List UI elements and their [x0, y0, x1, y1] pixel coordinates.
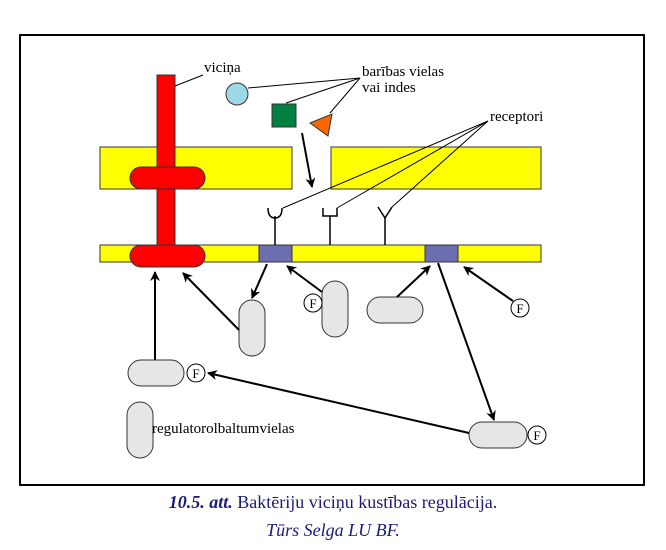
kinase-box-left	[258, 244, 293, 263]
leader-lines	[135, 74, 489, 429]
arrow-protein-to-kinase-left	[286, 265, 323, 293]
nutrient-circle	[225, 82, 249, 106]
protein-horizontal-1	[366, 296, 424, 324]
svg-text:F: F	[192, 366, 199, 381]
figure-credit: Tūrs Selga LU BF.	[266, 520, 400, 540]
figure-number: 10.5. att.	[168, 492, 233, 512]
protein-vertical-2	[321, 280, 349, 338]
nutrient-triangle	[308, 113, 333, 137]
phosphate-3: F	[510, 298, 530, 318]
svg-text:F: F	[516, 301, 523, 316]
label-nutrients-line1: barības vielas	[362, 64, 444, 80]
label-nutrients-line2: vai indes	[362, 80, 416, 96]
label-receptors: receptori	[490, 109, 543, 125]
receptor-fork	[322, 208, 338, 245]
receptor-y	[377, 206, 393, 245]
protein-horizontal-3	[468, 421, 528, 449]
protein-horizontal-2	[127, 359, 185, 387]
flagellum-ring-upper	[129, 166, 206, 190]
flagellum-shaft	[156, 74, 176, 256]
protein-vertical-1	[238, 299, 266, 357]
flagellum-ring-lower	[129, 244, 206, 268]
receptor-cup	[267, 207, 283, 245]
phosphate-1: F	[303, 293, 323, 313]
arrow-phosphate-to-kinase	[463, 266, 514, 302]
svg-text:F: F	[309, 296, 316, 311]
label-flagellum: viciņa	[204, 60, 241, 76]
nutrient-square	[271, 103, 297, 128]
nutrient-arrow	[301, 132, 316, 188]
phosphate-2: F	[186, 363, 206, 383]
label-regulatory-proteins: regulatorolbaltumvielas	[152, 421, 295, 437]
arrow-protein-to-phosphate	[207, 370, 470, 434]
phosphate-4: F	[527, 425, 547, 445]
arrow-kinase-to-protein	[251, 263, 268, 299]
arrow-protein-to-motor	[182, 272, 240, 331]
figure-title: Baktēriju viciņu kustības regulācija.	[232, 492, 498, 512]
figure-caption: 10.5. att. Baktēriju viciņu kustības reg…	[0, 492, 666, 513]
arrow-kinase-to-protein-down	[437, 262, 496, 421]
arrow-protein-to-kinase-right	[396, 265, 431, 298]
protein-legend	[126, 401, 154, 459]
svg-text:F: F	[533, 428, 540, 443]
diagram-frame	[19, 34, 645, 486]
kinase-box-right	[424, 244, 459, 263]
